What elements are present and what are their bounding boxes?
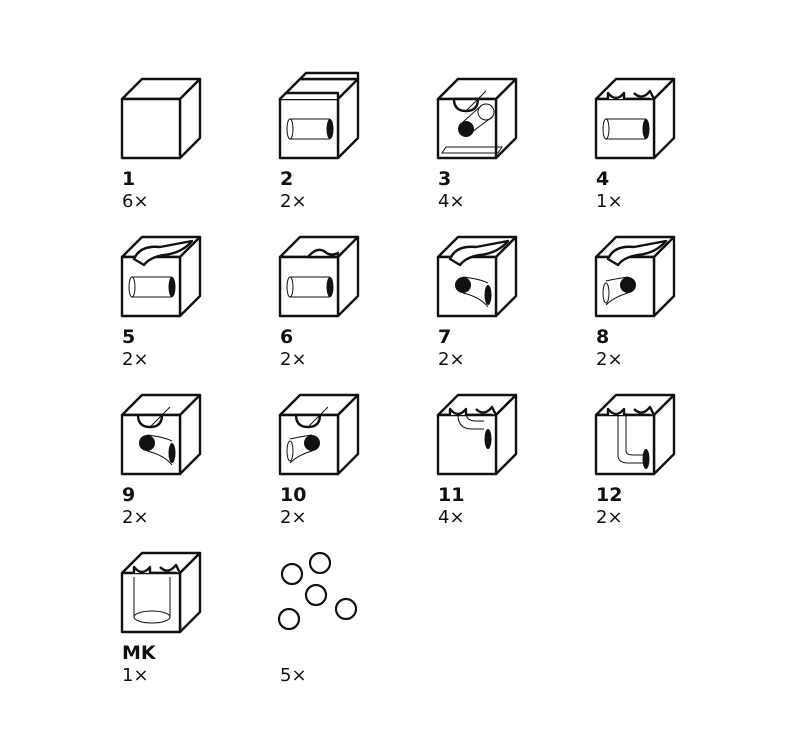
cube-icon bbox=[278, 71, 360, 160]
cube-icon bbox=[436, 77, 518, 160]
cube-icon bbox=[120, 393, 202, 476]
piece-count: 2× bbox=[438, 349, 465, 370]
piece-count: 2× bbox=[280, 191, 307, 212]
piece-count: 1× bbox=[596, 191, 623, 212]
cube-icon bbox=[120, 235, 202, 318]
piece-marbles: 5× bbox=[277, 551, 430, 703]
piece-count: 4× bbox=[438, 191, 465, 212]
cube-front-face bbox=[120, 97, 182, 160]
piece-mk: MK 1× bbox=[120, 551, 272, 703]
marbles-icon bbox=[277, 551, 358, 631]
piece-10: 10 2× bbox=[278, 393, 430, 545]
piece-8: 8 2× bbox=[594, 235, 746, 387]
piece-number: 8 bbox=[596, 326, 610, 348]
marble-icon bbox=[304, 583, 328, 607]
cube-icon bbox=[594, 235, 676, 318]
cube-icon bbox=[594, 77, 676, 160]
piece-count: 6× bbox=[122, 191, 149, 212]
piece-number: 5 bbox=[122, 326, 136, 348]
piece-number: 6 bbox=[280, 326, 294, 348]
piece-count: 1× bbox=[122, 665, 149, 686]
piece-number: 3 bbox=[438, 168, 452, 190]
cube-icon bbox=[120, 77, 202, 160]
piece-number: MK bbox=[122, 642, 156, 664]
cube-icon bbox=[120, 551, 202, 634]
piece-number: 12 bbox=[596, 484, 623, 506]
piece-count: 4× bbox=[438, 507, 465, 528]
piece-6: 6 2× bbox=[278, 235, 430, 387]
marble-icon bbox=[277, 607, 301, 631]
piece-11: 11 4× bbox=[436, 393, 588, 545]
piece-count: 2× bbox=[596, 349, 623, 370]
marble-icon bbox=[334, 597, 358, 621]
piece-count: 2× bbox=[122, 507, 149, 528]
piece-number: 7 bbox=[438, 326, 452, 348]
piece-number: 11 bbox=[438, 484, 465, 506]
piece-1: 1 6× bbox=[120, 77, 272, 229]
piece-12: 12 2× bbox=[594, 393, 746, 545]
cube-icon bbox=[436, 393, 518, 476]
piece-number: 9 bbox=[122, 484, 136, 506]
piece-4: 4 1× bbox=[594, 77, 746, 229]
marble-icon bbox=[308, 551, 332, 575]
cube-icon bbox=[278, 393, 360, 476]
piece-count: 2× bbox=[280, 507, 307, 528]
cube-icon bbox=[278, 235, 360, 318]
piece-2: 2 2× bbox=[278, 71, 430, 229]
marble-icon bbox=[280, 562, 304, 586]
piece-count: 2× bbox=[280, 349, 307, 370]
marbles-count: 5× bbox=[280, 665, 307, 686]
piece-count: 2× bbox=[122, 349, 149, 370]
piece-5: 5 2× bbox=[120, 235, 272, 387]
piece-number: 2 bbox=[280, 168, 294, 190]
piece-number: 10 bbox=[280, 484, 307, 506]
piece-7: 7 2× bbox=[436, 235, 588, 387]
cube-icon bbox=[436, 235, 518, 318]
piece-3: 3 4× bbox=[436, 77, 588, 229]
cube-icon bbox=[594, 393, 676, 476]
piece-count: 2× bbox=[596, 507, 623, 528]
piece-number: 4 bbox=[596, 168, 610, 190]
piece-number: 1 bbox=[122, 168, 136, 190]
piece-9: 9 2× bbox=[120, 393, 272, 545]
